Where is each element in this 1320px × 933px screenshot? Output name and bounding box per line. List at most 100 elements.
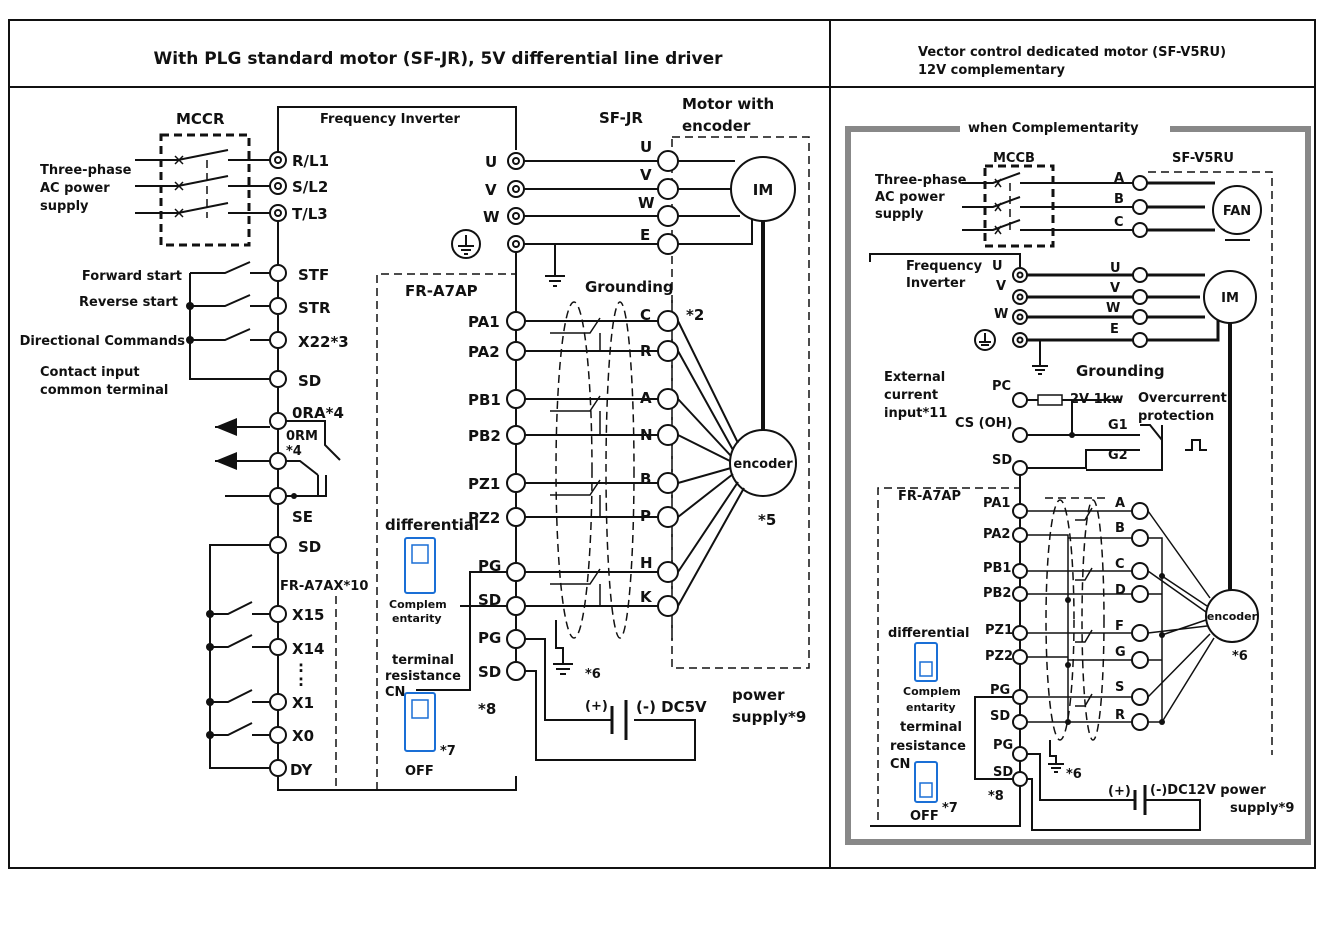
- motor-term-u: U: [640, 138, 652, 156]
- term-sd2: SD: [478, 663, 501, 681]
- r-enc-s: S: [1115, 680, 1124, 695]
- r-g1: G1: [1108, 418, 1128, 433]
- ellipsis-2: :: [298, 672, 304, 690]
- r-term-pg1: PG: [990, 683, 1010, 698]
- r-note-8: *8: [988, 789, 1004, 804]
- complementarity-frame: [845, 126, 1311, 845]
- term-pb1: PB1: [468, 391, 501, 409]
- uvwe-terminals: [507, 152, 525, 253]
- r-grounding: Grounding: [1076, 362, 1165, 380]
- output-arrow-icon: [215, 418, 237, 470]
- term-pg2: PG: [478, 629, 501, 647]
- note-7: *7: [440, 744, 456, 759]
- r-pc: PC: [992, 379, 1011, 394]
- rst-terminals: [269, 151, 287, 222]
- right-panel: when Complementarity MCCB SF-V5RU Three-…: [845, 121, 1311, 845]
- motor-label-2: encoder: [682, 117, 751, 135]
- r-term-pb1: PB1: [983, 561, 1011, 576]
- r-supply-plus: (+): [1108, 784, 1131, 799]
- r-switch-cn: CN: [890, 757, 910, 772]
- term-sd-in: SD: [298, 372, 321, 390]
- term-u: U: [485, 153, 497, 171]
- r-power-in-3: supply: [875, 207, 924, 222]
- r-inverter-2: Inverter: [906, 276, 966, 291]
- label-common: common terminal: [40, 383, 168, 398]
- r-cs: CS (OH): [955, 416, 1012, 431]
- motor-term-e: E: [640, 226, 650, 244]
- term-pz1: PZ1: [468, 475, 500, 493]
- r-ground-icon: [974, 329, 996, 351]
- r-term-pz2: PZ2: [985, 649, 1013, 664]
- when-label: when Complementarity: [968, 121, 1139, 136]
- power-in-1: Three-phase: [40, 163, 132, 178]
- left-header: With PLG standard motor (SF-JR), 5V diff…: [153, 49, 723, 69]
- ground-symbol-icon: [451, 229, 481, 259]
- term-se: SE: [292, 508, 313, 526]
- term-pb2: PB2: [468, 427, 501, 445]
- term-sl2: S/L2: [292, 178, 328, 196]
- frame: [8, 19, 1316, 869]
- r-uvwe-terminals: [1012, 267, 1028, 348]
- term-pz2: PZ2: [468, 509, 500, 527]
- switch-terminal: terminal: [392, 653, 454, 668]
- r-term-pz1: PZ1: [985, 623, 1013, 638]
- label-forward: Forward start: [82, 269, 182, 284]
- input-contacts: [269, 264, 287, 388]
- r-term-e: E: [1110, 322, 1119, 337]
- x-terminals: [269, 605, 287, 777]
- sfv5ru-label: SF-V5RU: [1172, 151, 1234, 166]
- r-term-w-left: W: [994, 307, 1008, 322]
- sfjr-label: SF-JR: [599, 109, 643, 127]
- r-supply-dc12v: (-)DC12V power: [1150, 783, 1266, 798]
- term-ora: 0RA*4: [292, 404, 344, 422]
- enc-letter-c: C: [640, 306, 651, 324]
- r-g2: G2: [1108, 448, 1128, 463]
- term-orm: 0RM: [286, 429, 318, 444]
- supply-power: power: [732, 686, 785, 704]
- supply-9: supply*9: [732, 708, 806, 726]
- mccr-box: [159, 133, 251, 247]
- r-note-6: *6: [1232, 649, 1248, 664]
- switch-complem-2: entarity: [392, 612, 442, 625]
- fan-icon: [1212, 185, 1262, 235]
- enc-letter-b: B: [640, 470, 651, 488]
- r-im-label: IM: [1221, 291, 1239, 306]
- r-term-sd2: SD: [993, 765, 1013, 780]
- fan-label: FAN: [1223, 204, 1251, 219]
- r-enc-g: G: [1115, 645, 1126, 660]
- term-x14: X14: [292, 640, 324, 658]
- motor-term-v: V: [640, 166, 652, 184]
- r-switch-off: OFF: [910, 809, 939, 824]
- encoder-icon: [729, 429, 797, 497]
- term-a: A: [1114, 171, 1124, 186]
- r-term-w: W: [1106, 301, 1120, 316]
- term-v: V: [485, 181, 497, 199]
- right-header-line1: Vector control dedicated motor (SF-V5RU): [918, 45, 1226, 60]
- supply-plus: (+): [585, 699, 608, 714]
- switch-cn: CN: [385, 685, 405, 700]
- ext-3: input*11: [884, 406, 947, 421]
- r-inverter-1: Frequency: [906, 259, 983, 274]
- enc-letter-r: R: [640, 342, 652, 360]
- r-enc-c: C: [1115, 557, 1125, 572]
- note-2: *2: [686, 306, 704, 324]
- term-c: C: [1114, 215, 1124, 230]
- note-6: *6: [585, 667, 601, 682]
- mccb-label: MCCB: [993, 151, 1035, 166]
- power-in-2: AC power: [40, 181, 110, 196]
- enc-letter-n: N: [640, 426, 653, 444]
- enc-letter-a: A: [640, 389, 652, 407]
- term-x1: X1: [292, 694, 314, 712]
- r-overcurrent-1: Overcurrent: [1138, 391, 1227, 406]
- inverter-label: Frequency Inverter: [320, 112, 460, 127]
- fan-terminals: [1132, 175, 1148, 238]
- ext-2: current: [884, 388, 938, 403]
- r-term-pb2: PB2: [983, 586, 1011, 601]
- enc-letter-k: K: [640, 588, 653, 606]
- r-sd: SD: [992, 453, 1012, 468]
- r-enc-b: B: [1115, 521, 1125, 536]
- r-motor-terminals: [1132, 267, 1148, 348]
- term-orm-note: *4: [286, 444, 302, 459]
- r-switch-complem-2: entarity: [906, 701, 956, 714]
